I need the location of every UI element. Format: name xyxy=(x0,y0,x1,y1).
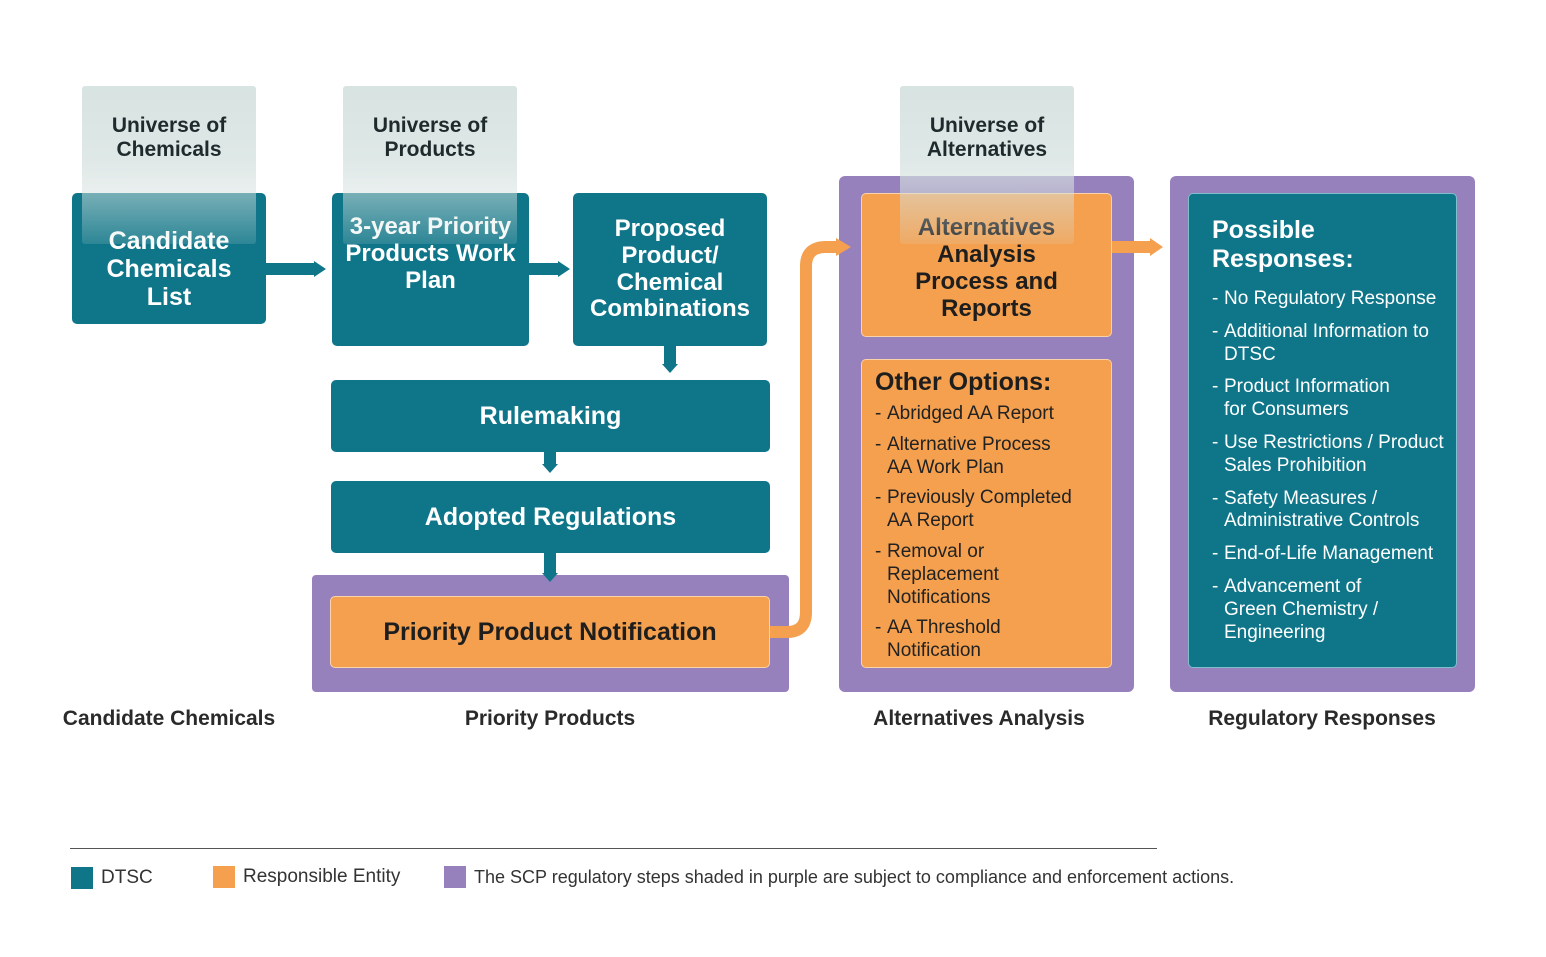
priority-product-notification-box: Priority Product Notification xyxy=(330,596,770,668)
adopted-regulations-box: Adopted Regulations xyxy=(331,481,770,553)
list-item: -Removal or Replacement Notifications xyxy=(875,540,999,608)
other-options-title: Other Options: xyxy=(875,368,1052,396)
list-item: -AA Threshold Notification xyxy=(875,617,1001,662)
universe-of-alternatives: Universe of Alternatives xyxy=(900,86,1074,244)
other-options-box: Other Options: -Abridged AA Report -Alte… xyxy=(861,359,1112,668)
list-item: -End-of-Life Management xyxy=(1212,543,1434,565)
universe-of-chemicals: Universe of Chemicals xyxy=(82,86,256,244)
list-item: -Product Information for Consumers xyxy=(1212,376,1390,421)
list-item: -Previously Completed AA Report xyxy=(875,487,1072,532)
list-item: -Use Restrictions / Product Sales Prohib… xyxy=(1212,431,1444,476)
possible-responses-box: Possible Responses: -No Regulatory Respo… xyxy=(1188,193,1457,668)
list-item: -Advancement of Green Chemistry / Engine… xyxy=(1212,575,1379,643)
purple-swatch xyxy=(444,866,466,888)
list-item: -Abridged AA Report xyxy=(875,403,1054,424)
possible-responses-title: Possible Responses: xyxy=(1212,216,1354,273)
rulemaking-box: Rulemaking xyxy=(331,380,770,452)
possible-responses-list: -No Regulatory Response -Additional Info… xyxy=(1212,288,1446,644)
legend-purple-note: The SCP regulatory steps shaded in purpl… xyxy=(444,866,1234,888)
legend-dtsc: DTSC xyxy=(71,867,153,889)
teal-swatch xyxy=(71,867,93,889)
legend-responsible-entity: Responsible Entity xyxy=(213,866,400,888)
proposed-combinations-box: Proposed Product/ Chemical Combinations xyxy=(573,193,767,346)
column-label-priority-products: Priority Products xyxy=(464,707,636,730)
list-item: -Additional Information to DTSC xyxy=(1212,320,1429,365)
list-item: -Alternative Process AA Work Plan xyxy=(875,433,1051,478)
column-label-candidate-chemicals: Candidate Chemicals xyxy=(62,707,276,730)
universe-of-products: Universe of Products xyxy=(343,86,517,244)
column-label-alternatives-analysis: Alternatives Analysis xyxy=(873,707,1085,730)
column-label-regulatory-responses: Regulatory Responses xyxy=(1208,707,1436,730)
list-item: -Safety Measures / Administrative Contro… xyxy=(1212,487,1420,532)
legend-divider xyxy=(70,848,1157,849)
list-item: -No Regulatory Response xyxy=(1212,288,1437,309)
other-options-list: -Abridged AA Report -Alternative Process… xyxy=(875,403,1101,663)
orange-swatch xyxy=(213,866,235,888)
